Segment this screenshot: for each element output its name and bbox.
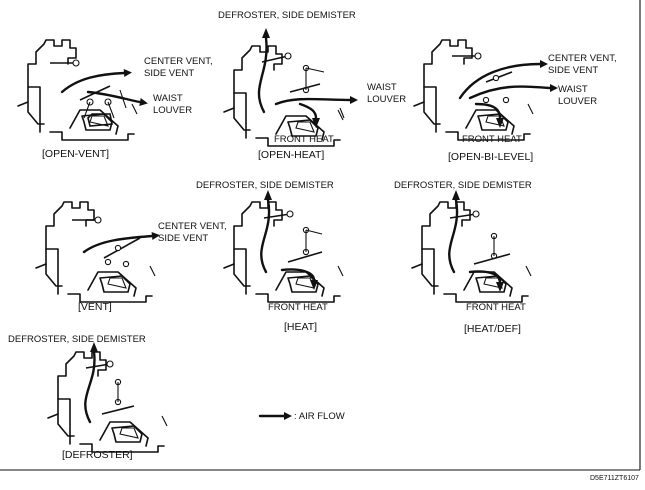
caption-defroster: [DEFROSTER] [62,449,133,461]
flow-arrow [468,270,502,284]
label-center-vent: CENTER VENT, [158,221,227,232]
label-defroster: DEFROSTER, SIDE DEMISTER [394,180,532,191]
label-front-heat: FRONT HEAT [274,134,334,145]
label-side-vent: SIDE VENT [144,68,194,79]
label-front-heat: FRONT HEAT [466,302,526,313]
flow-arrow [468,85,552,100]
panel-open-vent: CENTER VENT, SIDE VENT WAIST LOUVER [OPE… [17,39,213,160]
panel-heat-def: DEFROSTER, SIDE DEMISTER FRONT HEAT [HEA… [394,180,532,335]
label-waist: WAIST [558,84,588,95]
flow-arrow [84,350,96,424]
label-waist: WAIST [153,93,183,104]
flow-arrow [257,36,268,114]
label-louver: LOUVER [367,94,406,105]
caption-heat: [HEAT] [284,321,317,333]
panel-open-bi-level: CENTER VENT, SIDE VENT WAIST LOUVER FRON… [413,39,617,163]
panel-open-heat: DEFROSTER, SIDE DEMISTER WAIST LOUVER FR… [218,10,406,161]
flow-arrow [260,198,271,274]
label-side-vent: SIDE VENT [548,65,598,76]
label-front-heat: FRONT HEAT [268,302,328,313]
label-center-vent: CENTER VENT, [144,56,213,67]
label-louver: LOUVER [558,96,597,107]
legend: : AIR FLOW [258,411,345,422]
caption-heat-def: [HEAT/DEF] [464,323,521,335]
flow-arrow [280,268,316,282]
legend-label: : AIR FLOW [294,411,345,422]
label-waist: WAIST [367,82,397,93]
label-defroster: DEFROSTER, SIDE DEMISTER [8,334,146,345]
panel-heat: DEFROSTER, SIDE DEMISTER FRONT HEAT [HEA… [196,180,344,333]
panel-vent: CENTER VENT, SIDE VENT [VENT] [35,201,227,313]
flow-arrow [82,234,154,254]
flow-arrow [448,198,459,274]
caption-open-vent: [OPEN-VENT] [42,148,109,160]
caption-vent: [VENT] [78,301,112,313]
flow-arrow [86,90,142,104]
label-louver: LOUVER [153,105,192,116]
flow-arrow [274,97,352,106]
flow-arrow [458,62,542,100]
label-center-vent: CENTER VENT, [548,53,617,64]
figure-code: D5E711ZT6107 [590,475,639,482]
label-defroster: DEFROSTER, SIDE DEMISTER [196,180,334,191]
panel-defroster: DEFROSTER, SIDE DEMISTER [DEFROSTER] [8,334,168,461]
flow-arrow [474,102,502,120]
flow-arrow [298,102,318,120]
caption-open-heat: [OPEN-HEAT] [258,149,324,161]
label-front-heat: FRONT HEAT [462,134,522,145]
label-defroster: DEFROSTER, SIDE DEMISTER [218,10,356,21]
caption-open-bi-level: [OPEN-BI-LEVEL] [448,151,533,163]
flow-arrow [60,71,126,94]
label-side-vent: SIDE VENT [158,233,208,244]
